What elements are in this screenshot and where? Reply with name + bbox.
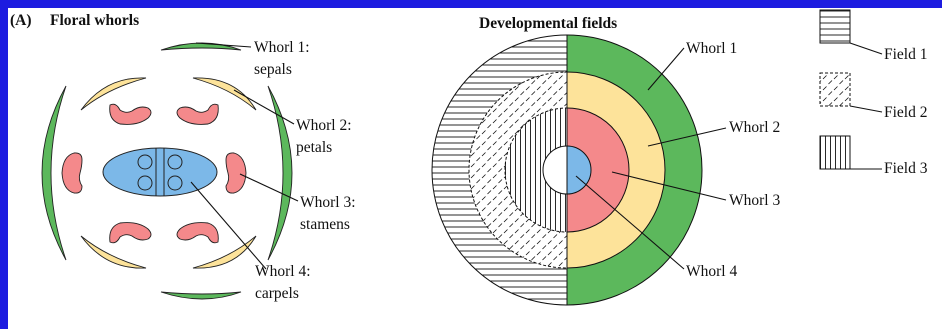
fields-half — [431, 34, 567, 306]
legend-label-field3: Field 3 — [884, 160, 928, 177]
label-whorl4-line2: carpels — [255, 285, 299, 302]
leader-whorl2 — [233, 89, 295, 125]
label-r-whorl4: Whorl 4 — [686, 263, 737, 280]
left-title: Floral whorls — [50, 12, 139, 29]
right-title: Developmental fields — [479, 15, 617, 32]
sepals — [41, 42, 293, 300]
stamens — [61, 103, 247, 244]
label-r-whorl1: Whorl 1 — [686, 40, 737, 57]
label-whorl3-line2: stamens — [300, 216, 350, 233]
petal-bottom-left — [80, 235, 147, 269]
leader-r-whorl3 — [611, 171, 727, 201]
carpels — [102, 147, 218, 197]
legend-swatch-field2 — [819, 72, 851, 107]
sepal-bottom — [160, 291, 242, 300]
leader-whorl3 — [239, 173, 299, 202]
legend-swatch-field1 — [819, 9, 851, 44]
label-r-whorl3: Whorl 3 — [729, 192, 780, 209]
legend: Field 1 Field 2 Field 3 — [819, 9, 928, 177]
leader-r-whorl1 — [647, 47, 685, 91]
whorls-half — [567, 34, 703, 306]
petal-top-left — [80, 77, 147, 111]
label-whorl1-line2: sepals — [254, 61, 292, 78]
legend-label-field1: Field 1 — [884, 46, 928, 63]
legend-label-field2: Field 2 — [884, 104, 928, 121]
sepal-right — [267, 85, 293, 261]
label-whorl2-line1: Whorl 2: — [296, 117, 352, 134]
figure-panel: (A) Floral whorls Developmental fields — [8, 8, 942, 329]
floral-diagram: (A) Floral whorls Developmental fields — [10, 9, 928, 306]
petal-bottom-right — [192, 235, 257, 269]
leader-r-whorl2 — [647, 127, 727, 147]
sepal-left — [41, 85, 67, 261]
label-r-whorl2: Whorl 2 — [729, 119, 780, 136]
label-whorl2-line2: petals — [296, 139, 332, 156]
label-whorl4-line1: Whorl 4: — [255, 263, 311, 280]
leader-whorl1 — [195, 42, 252, 48]
petal-top-right — [192, 77, 257, 111]
sepal-top — [160, 42, 242, 51]
leader-whorl4 — [190, 181, 267, 270]
panel-label: (A) — [10, 12, 32, 29]
legend-swatch-field3 — [819, 135, 851, 170]
label-whorl3-line1: Whorl 3: — [300, 194, 356, 211]
petals — [80, 77, 257, 269]
leader-r-whorl4 — [575, 175, 685, 270]
label-whorl1-line1: Whorl 1: — [254, 39, 310, 56]
